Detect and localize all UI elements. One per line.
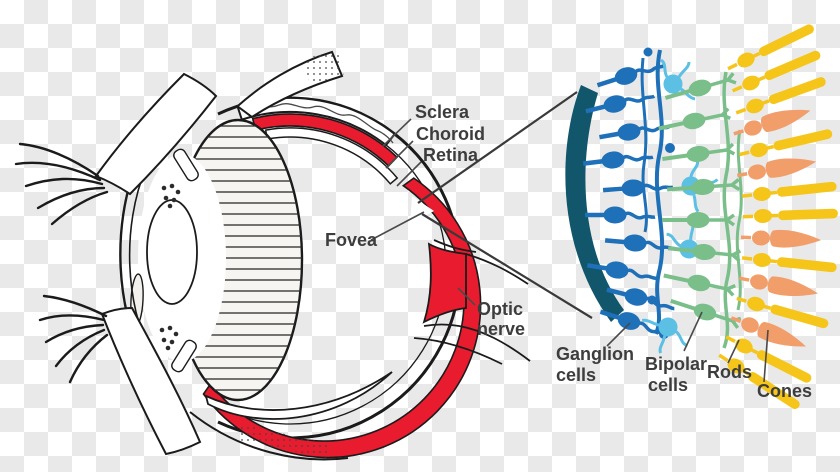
labels: Sclera Choroid Retina Fovea Optic nerve … [325, 102, 812, 401]
sclera-flap-stipple [302, 52, 344, 84]
ganglion-cells-group [582, 47, 676, 341]
optic-nerve-sheath-lower [413, 323, 531, 365]
bipolar-cell [660, 210, 736, 230]
lens [138, 118, 304, 402]
label-rods: Rods [707, 362, 752, 382]
label-bipolar-line1: Bipolar [645, 354, 707, 374]
optic-nerve-shape [422, 242, 467, 324]
lower-eyelid [100, 306, 202, 456]
ganglion-axon-trunk [654, 49, 665, 335]
optic-nerve-sheath-upper [433, 239, 529, 285]
upper-eyelashes [14, 142, 109, 226]
leader-fovea [370, 211, 425, 241]
leader-optic-nerve [457, 287, 476, 306]
cone-cell [735, 267, 822, 304]
leader-ganglion-cells [606, 322, 631, 347]
leader-choroid [385, 140, 414, 169]
bipolar-cell [664, 175, 742, 199]
bipolar-cell [666, 291, 744, 333]
magnifier-line-bottom [421, 213, 593, 319]
eye-cross-section [14, 50, 531, 461]
label-sclera: Sclera [415, 102, 470, 122]
label-retina: Retina [423, 145, 479, 165]
label-cones: Cones [757, 381, 812, 401]
label-optic-nerve-line2: nerve [477, 319, 525, 339]
label-ganglion-line1: Ganglion [556, 344, 634, 364]
ganglion-terminal [647, 295, 657, 305]
rod-cell [739, 249, 840, 277]
cutaway-choroid-hatch [252, 114, 397, 166]
rod-cell [739, 177, 840, 205]
leader-cones [763, 329, 769, 383]
cone-cell [734, 151, 820, 186]
leader-bipolar-cells [683, 311, 703, 352]
ganglion-cell [603, 177, 674, 198]
iris-dots [159, 183, 181, 351]
bipolar-connector [735, 129, 743, 311]
retina-panel [565, 19, 840, 415]
rod-cell [741, 205, 840, 225]
leader-sclera [382, 118, 412, 147]
label-choroid: Choroid [416, 124, 485, 144]
cone-cell [738, 226, 824, 251]
bipolar-cells-group [655, 68, 744, 349]
label-ganglion-line2: cells [556, 365, 596, 385]
sclera-wavy-texture [244, 103, 394, 144]
lower-eyelashes [38, 294, 109, 384]
label-bipolar-line2: cells [648, 375, 688, 395]
ganglion-axon-trunk [640, 57, 648, 233]
leader-retina [396, 161, 422, 187]
retina-band [565, 85, 624, 322]
inferior-muscle-arcs [189, 371, 393, 461]
label-fovea: Fovea [325, 230, 378, 250]
bipolar-cell [655, 104, 733, 138]
label-optic-nerve-line1: Optic [477, 299, 523, 319]
choroid-lining [202, 177, 482, 459]
amacrine-cell [640, 307, 689, 359]
ganglion-cell [604, 232, 675, 254]
ganglion-terminal [643, 47, 653, 57]
leader-rods [727, 339, 740, 364]
cutaway-retina-band [264, 127, 399, 185]
ganglion-cell [598, 117, 670, 145]
magnifier-line-top [417, 91, 578, 204]
ganglion-terminal [665, 143, 675, 153]
upper-eyelid [94, 72, 218, 196]
rod-cell [723, 19, 819, 77]
lens-front [146, 199, 198, 305]
